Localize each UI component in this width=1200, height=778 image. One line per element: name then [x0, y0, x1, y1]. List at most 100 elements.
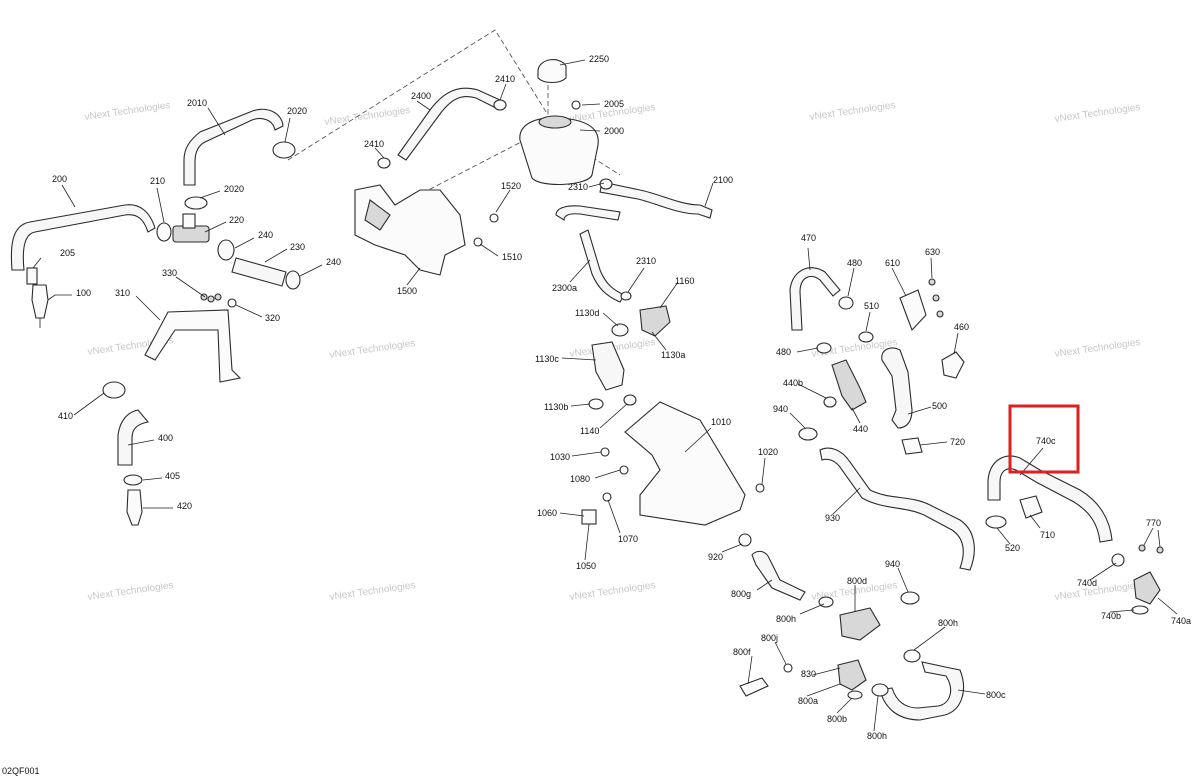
bolt-1080: [619, 465, 629, 475]
part-label: 520: [1005, 543, 1020, 553]
highlight-box-740c: [1008, 404, 1080, 474]
part-label: 2300a: [552, 283, 577, 293]
part-label: 330: [162, 268, 177, 278]
hose-800g: [751, 550, 806, 601]
part-label: 720: [950, 437, 965, 447]
fitting-740a: [1133, 571, 1161, 605]
sensor-800f: [739, 677, 769, 697]
part-label: 800a: [798, 696, 818, 706]
watermark: vNext Technologies: [329, 338, 416, 361]
part-label: 400: [158, 433, 173, 443]
reservoir-neck: [538, 115, 572, 129]
clamp-2020: [272, 141, 296, 159]
clamp-405: [123, 474, 143, 486]
part-label: 740b: [1101, 611, 1121, 621]
watermark: vNext Technologies: [329, 580, 416, 603]
part-label: 800d: [847, 576, 867, 586]
left-hose-group: [10, 108, 301, 526]
part-label: 630: [925, 247, 940, 257]
part-label: 2400: [411, 91, 431, 101]
hose-1130c: [591, 341, 625, 391]
part-label: 480: [776, 347, 791, 357]
hose-2100-tail: [555, 205, 621, 221]
screw-1520: [489, 213, 499, 223]
part-label: 480: [847, 258, 862, 268]
clamp-2020-lower: [184, 196, 208, 210]
part-label: 800j: [761, 633, 778, 643]
clamp-1130b: [588, 398, 604, 410]
part-label: 405: [165, 471, 180, 481]
part-label: 310: [115, 288, 130, 298]
clamp-1140: [623, 394, 637, 406]
watermark: vNext Technologies: [1054, 102, 1141, 125]
part-label: 800h: [776, 614, 796, 624]
watermark: vNext Technologies: [84, 100, 171, 123]
clamp-2410-lower: [377, 157, 391, 169]
part-label: 2250: [589, 54, 609, 64]
bolt-320: [227, 298, 237, 308]
part-label: 500: [932, 401, 947, 411]
part-label: 800f: [733, 647, 751, 657]
part-label: 2020: [287, 106, 307, 116]
part-label: 1130a: [661, 350, 685, 360]
hose-2300a: [579, 229, 625, 303]
clip-1060: [581, 509, 597, 525]
part-label: 1080: [570, 474, 590, 484]
part-label: 210: [150, 176, 165, 186]
part-label: 1070: [618, 534, 638, 544]
fitting-830: [837, 659, 867, 691]
part-label: 770: [1146, 518, 1161, 528]
part-label: 1060: [537, 508, 557, 518]
part-label: 2410: [495, 74, 515, 84]
part-label: 1130d: [575, 308, 599, 318]
part-label: 1130c: [535, 354, 559, 364]
screw-1020: [755, 483, 765, 493]
clamp-920: [738, 533, 752, 547]
watermark: vNext Technologies: [324, 105, 411, 128]
part-label: 1520: [501, 181, 521, 191]
support-1500: [354, 184, 466, 276]
part-label: 800b: [827, 714, 847, 724]
leader-lines: [32, 59, 1178, 732]
hose-230: [231, 257, 287, 287]
part-label: 205: [60, 248, 75, 258]
sensor-420: [126, 489, 143, 526]
clamp-2410: [493, 99, 507, 111]
watermark: vNext Technologies: [1054, 580, 1141, 603]
hose-400: [117, 409, 150, 466]
fitting-205: [26, 267, 38, 285]
clamp-510: [858, 331, 874, 343]
hose-500: [881, 347, 913, 429]
diagram-reference-code: 02QF001: [2, 766, 40, 776]
part-label: 2010: [187, 98, 207, 108]
part-label: 800h: [867, 731, 887, 741]
part-label: 1160: [675, 276, 694, 286]
center-fitting-group: [581, 305, 806, 601]
part-labels: 200 205 100 210 2010 2020 2020 220 240 2…: [52, 54, 1191, 741]
clamp-480-lower: [816, 342, 832, 354]
part-label: 920: [708, 552, 723, 562]
hose-2010: [183, 108, 284, 186]
part-label: 710: [1040, 530, 1055, 540]
screws-770: [1138, 544, 1164, 554]
clamp-210: [156, 222, 172, 242]
part-label: 740c: [1036, 436, 1056, 446]
part-label: 2310: [636, 256, 656, 266]
part-label: 470: [801, 233, 816, 243]
part-label: 230: [290, 242, 305, 252]
fasteners-330: [200, 293, 222, 303]
clamp-1130d: [611, 323, 629, 337]
oring-800b: [847, 690, 863, 700]
part-label: 420: [177, 501, 192, 511]
part-label: 940: [773, 404, 788, 414]
tee-800d: [839, 607, 881, 641]
part-label: 440b: [783, 378, 803, 388]
sensor-460: [941, 351, 965, 379]
hose-930: [819, 447, 975, 571]
part-label: 2310: [568, 182, 588, 192]
hose-2100: [599, 181, 713, 219]
part-label: 200: [52, 174, 67, 184]
part-label: 1130b: [544, 402, 568, 412]
part-label: 1030: [550, 452, 570, 462]
oring-440b: [823, 396, 837, 408]
